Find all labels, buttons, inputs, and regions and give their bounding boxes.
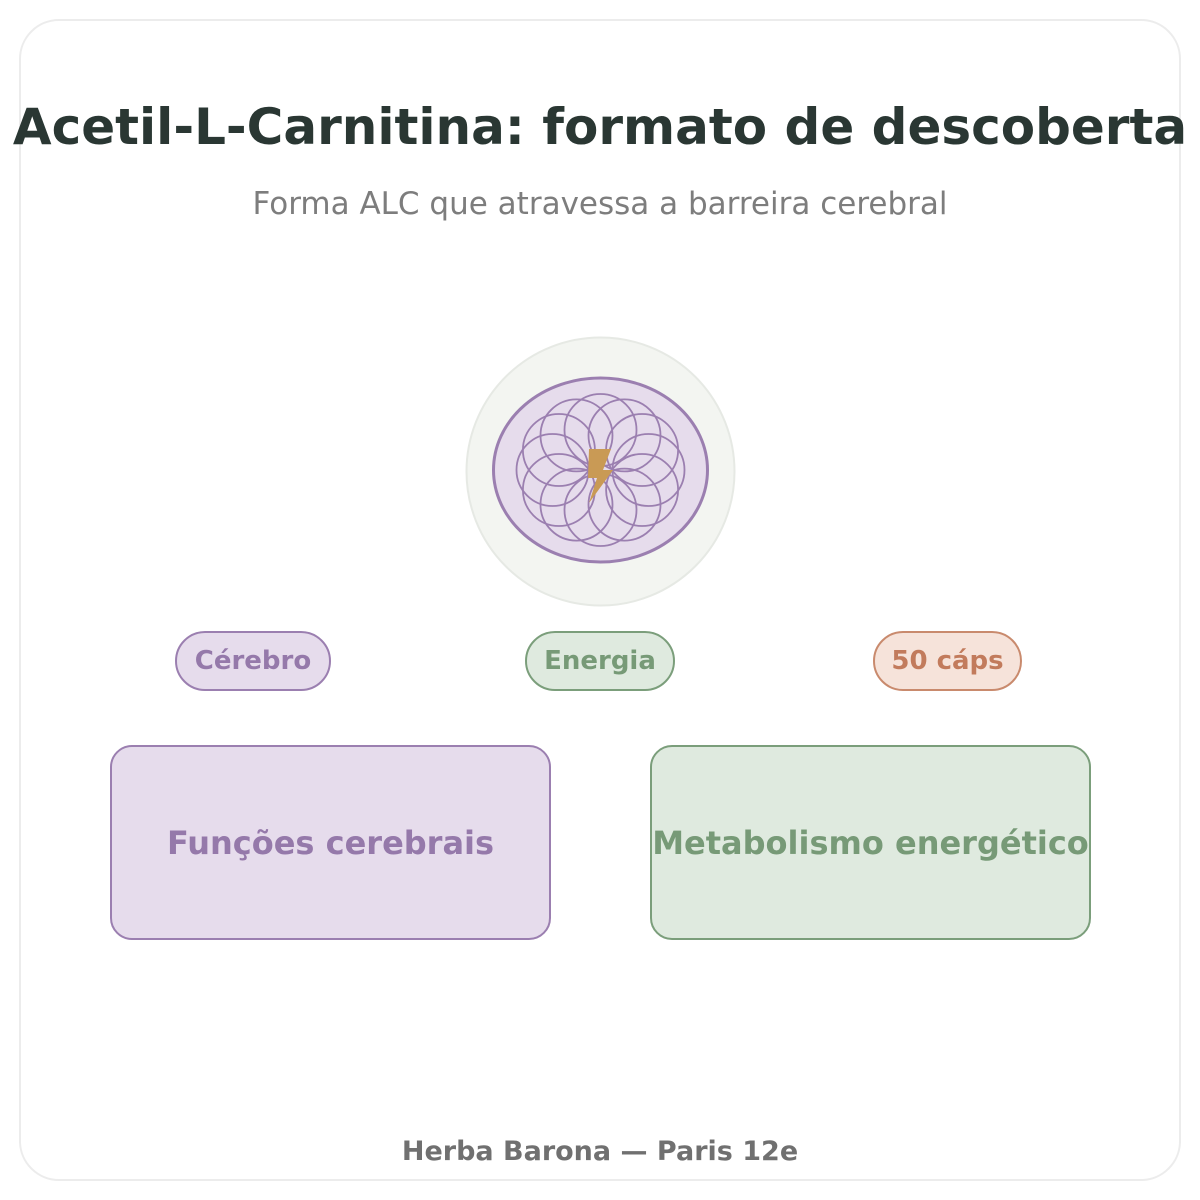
benefit-energy-metabolism: Metabolismo energético xyxy=(650,745,1091,940)
page-subtitle: Forma ALC que atravessa a barreira cereb… xyxy=(252,186,948,222)
tag-capsules: 50 cáps xyxy=(873,631,1022,691)
lightning-bolt-icon xyxy=(588,449,613,503)
emblem-petal xyxy=(605,453,680,527)
tag-brain: Cérebro xyxy=(175,631,331,691)
emblem-petal xyxy=(587,467,662,542)
emblem-petal xyxy=(587,398,662,473)
emblem-svg xyxy=(465,336,736,607)
brain-energy-emblem-icon xyxy=(465,336,736,607)
footer-brand: Herba Barona — Paris 12e xyxy=(401,1136,799,1167)
page-title: Acetil-L-Carnitina: formato de descobert… xyxy=(12,98,1188,156)
benefit-brain-functions: Funções cerebrais xyxy=(110,745,551,940)
tag-energy: Energia xyxy=(525,631,675,691)
emblem-petal xyxy=(539,398,614,473)
